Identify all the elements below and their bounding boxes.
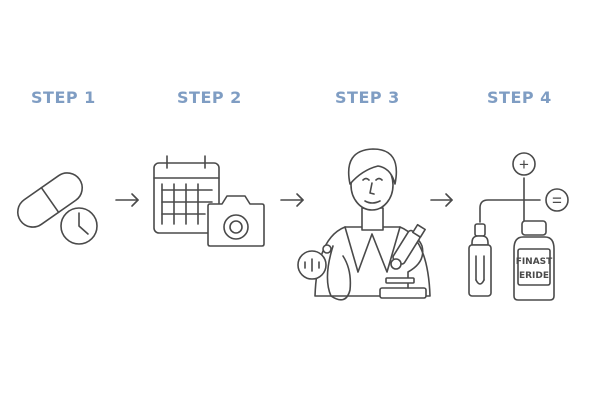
arrow-right-icon	[115, 193, 139, 207]
connector-lines	[479, 177, 541, 223]
capsule-icon	[16, 172, 84, 228]
pill-clock-icon	[16, 172, 98, 245]
calendar-icon	[153, 155, 220, 234]
plus-symbol: +	[519, 155, 529, 174]
doctor-icon	[314, 148, 431, 297]
camera-icon	[207, 195, 265, 247]
stethoscope-icon	[297, 244, 352, 301]
equals-icon: =	[545, 188, 569, 212]
microscope-icon	[379, 223, 427, 299]
dropper-bottle-icon: + = FINAST ERIDE	[468, 152, 569, 301]
bottle-label-line-2: ERIDE	[519, 271, 549, 281]
calendar-camera-icon	[153, 155, 265, 247]
medicine-bottle: FINAST ERIDE	[513, 220, 555, 301]
step-1-label: STEP 1	[31, 88, 96, 107]
doctor-microscope-icon	[297, 148, 431, 301]
bottle-label-line-1: FINAST	[516, 257, 553, 267]
arrow-right-icon	[280, 193, 304, 207]
step-3-label: STEP 3	[335, 88, 400, 107]
step-4-label: STEP 4	[487, 88, 552, 107]
dropper-bottle	[468, 223, 492, 297]
arrow-right-icon	[430, 193, 453, 207]
plus-icon: +	[512, 152, 536, 176]
clock-icon	[60, 207, 98, 245]
step-2-label: STEP 2	[177, 88, 242, 107]
equals-symbol: =	[552, 191, 562, 210]
